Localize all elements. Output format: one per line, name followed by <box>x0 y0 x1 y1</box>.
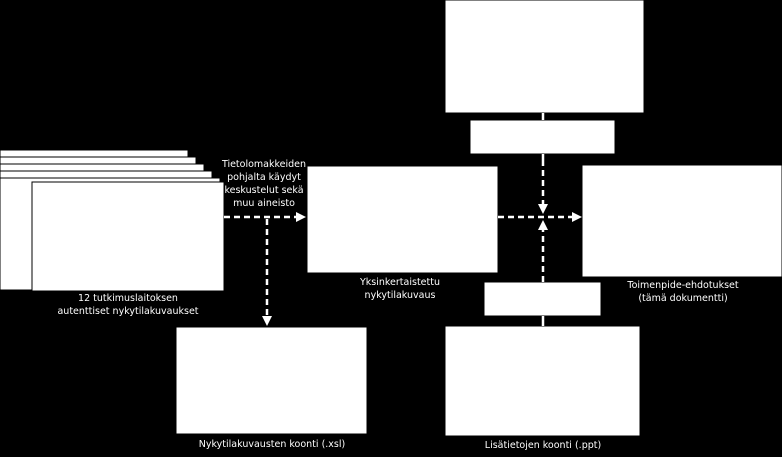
discussion-label-1: Tietolomakkeiden <box>221 159 306 170</box>
connector-input-to-simplified <box>224 212 306 222</box>
summary-xsl-label: Nykytilakuvausten koonti (.xsl) <box>199 439 345 450</box>
summary-ppt-label: Lisätietojen koonti (.ppt) <box>485 440 601 451</box>
input-documents-stack <box>0 149 225 292</box>
discussion-label-4: muu aineisto <box>233 198 295 209</box>
discussion-label-3: keskustelut sekä <box>224 185 303 196</box>
connector-down-to-xsl <box>262 219 272 326</box>
discussion-label-2: pohjalta käydyt <box>227 172 301 183</box>
connector-bottom-to-center <box>538 220 548 326</box>
bottom-small-box <box>483 281 602 317</box>
simplified-description-label-1: Yksinkertaistettu <box>359 277 440 288</box>
proposals-label-1: Toimenpide-ehdotukset <box>626 280 738 291</box>
top-box <box>444 0 645 114</box>
input-documents-label-1: 12 tutkimuslaitoksen <box>78 293 178 304</box>
summary-ppt-box <box>444 325 641 437</box>
simplified-description-box <box>306 165 499 274</box>
top-small-box <box>469 119 616 155</box>
summary-xsl-box <box>175 326 368 435</box>
simplified-description-label-2: nykytilakuvaus <box>365 290 436 301</box>
proposals-label-2: (tämä dokumentti) <box>638 293 727 304</box>
connector-simplified-to-proposals <box>498 212 582 222</box>
input-documents-label-2: autenttiset nykytilakuvaukset <box>57 306 198 317</box>
proposals-box <box>581 164 782 278</box>
connector-top-to-center <box>538 113 548 214</box>
